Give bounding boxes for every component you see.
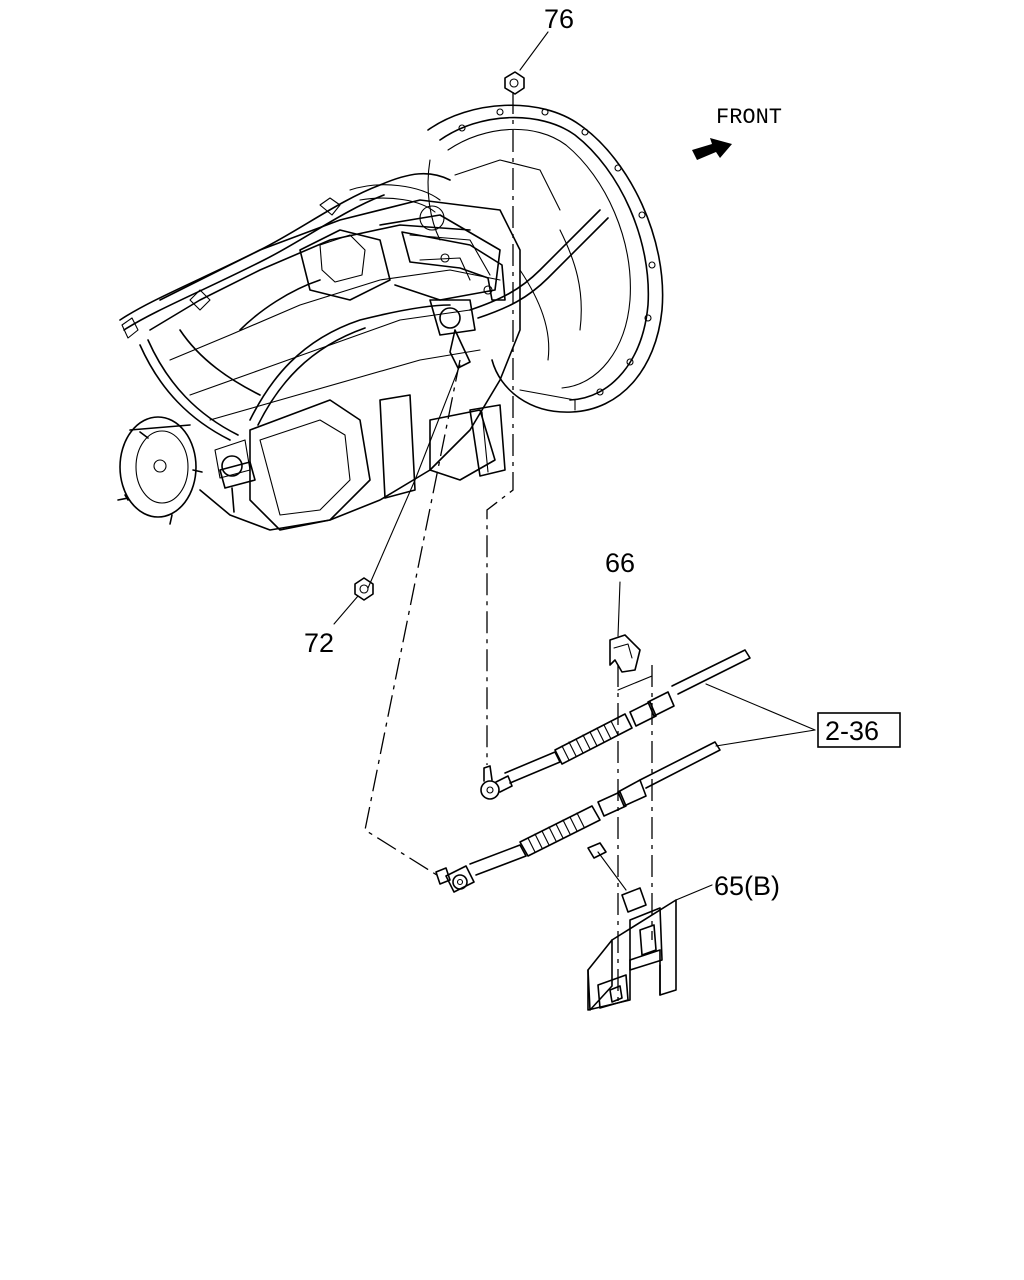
- clip-66: [609, 581, 641, 673]
- bracket-65b: [587, 842, 713, 1011]
- callout-66: 66: [605, 548, 635, 578]
- front-arrow-icon: [692, 138, 732, 160]
- callout-2-36: 2-36: [825, 716, 879, 746]
- callout-72: 72: [304, 628, 334, 658]
- front-label: FRONT: [716, 105, 782, 130]
- lower-shift-cable: [435, 741, 721, 893]
- cable-ref-leaders: [705, 683, 816, 747]
- nut-72: [333, 577, 374, 625]
- callout-76: 76: [544, 4, 574, 34]
- callout-65b: 65(B): [714, 871, 780, 901]
- cable-ref-box: [817, 712, 901, 748]
- transmission-assembly: [117, 104, 664, 531]
- upper-shift-cable: [480, 649, 751, 800]
- nut-76: [504, 31, 549, 95]
